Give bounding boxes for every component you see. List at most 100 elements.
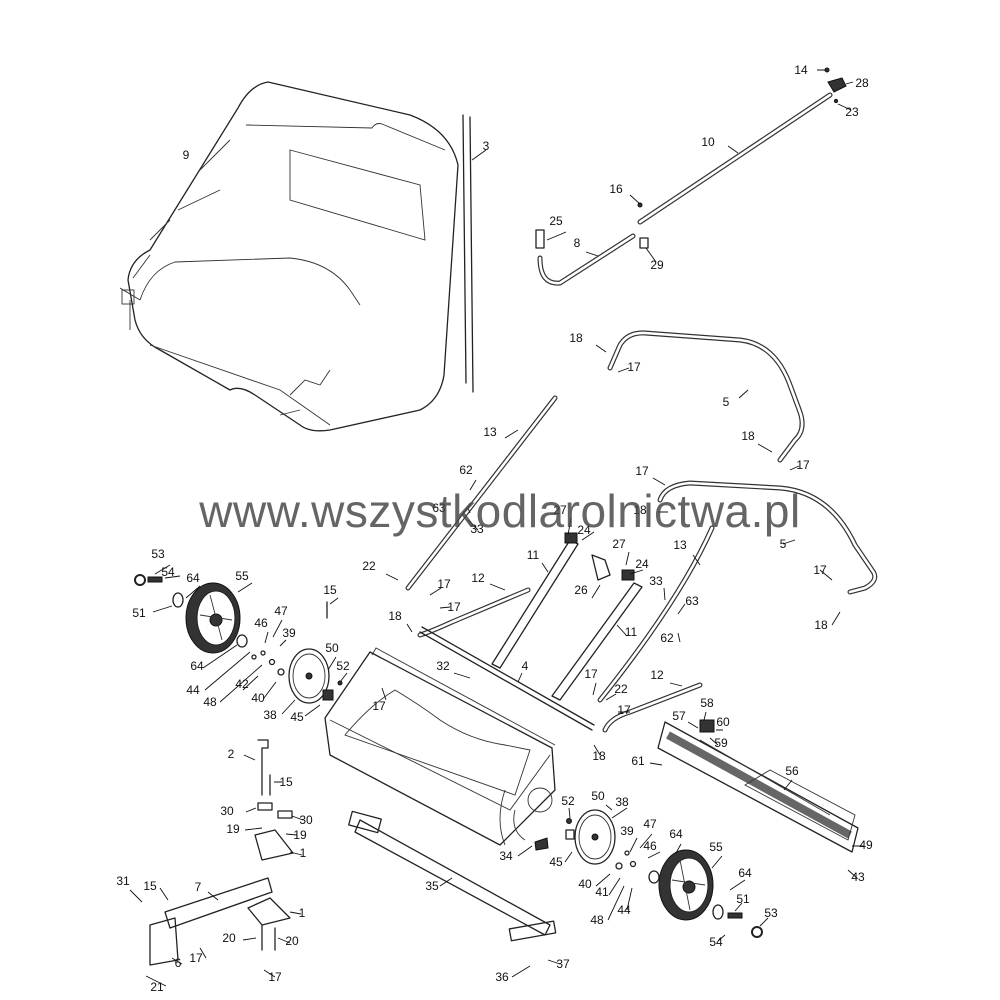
part-number-label-32: 32: [436, 659, 450, 673]
part-number-label-17: 17: [447, 600, 461, 614]
part-number-label-49: 49: [859, 838, 873, 852]
part-number-label-57: 57: [672, 709, 686, 723]
part-number-label-15: 15: [143, 879, 157, 893]
part-number-label-20: 20: [285, 934, 299, 948]
part-number-label-17: 17: [796, 458, 810, 472]
hopper-part-32: [324, 647, 556, 846]
part-number-label-54: 54: [709, 935, 723, 949]
part-number-label-46: 46: [254, 616, 268, 630]
part-number-label-44: 44: [617, 903, 631, 917]
part-number-label-62: 62: [459, 463, 473, 477]
part-number-label-36: 36: [495, 970, 509, 984]
drive-disk-part-38: [288, 648, 616, 865]
brace-part-11: [491, 532, 643, 701]
part-number-label-63: 63: [432, 501, 446, 515]
part-number-label-53: 53: [764, 906, 778, 920]
part-number-label-47: 47: [274, 604, 288, 618]
part-number-label-18: 18: [814, 618, 828, 632]
part-number-label-6: 6: [175, 956, 182, 970]
part-number-label-39: 39: [620, 824, 634, 838]
part-number-label-63: 63: [685, 594, 699, 608]
part-number-label-28: 28: [855, 76, 869, 90]
part-number-label-47: 47: [643, 817, 657, 831]
part-number-label-17: 17: [437, 577, 451, 591]
part-number-label-5: 5: [723, 395, 730, 409]
part-number-label-1: 1: [299, 906, 306, 920]
part-number-label-64: 64: [669, 827, 683, 841]
part-number-label-8: 8: [574, 236, 581, 250]
part-number-label-64: 64: [186, 571, 200, 585]
part-number-label-31: 31: [116, 874, 130, 888]
part-number-label-11: 11: [625, 625, 638, 639]
pins: [257, 601, 328, 951]
part-number-label-37: 37: [556, 957, 570, 971]
part-number-label-50: 50: [591, 789, 605, 803]
part-number-label-45: 45: [549, 855, 563, 869]
part-number-label-2: 2: [228, 747, 235, 761]
part-number-label-14: 14: [794, 63, 808, 77]
part-number-label-52: 52: [336, 659, 350, 673]
part-number-label-48: 48: [203, 695, 217, 709]
part-number-label-18: 18: [388, 609, 402, 623]
tow-bar-part-35: [348, 810, 557, 942]
part-number-label-11: 11: [527, 548, 540, 562]
part-number-label-38: 38: [263, 708, 277, 722]
part-number-label-55: 55: [709, 840, 723, 854]
bail-part-5-lower: [657, 480, 878, 595]
part-number-label-29: 29: [650, 258, 664, 272]
part-number-label-12: 12: [471, 571, 485, 585]
part-number-label-48: 48: [590, 913, 604, 927]
part-number-label-12: 12: [650, 668, 664, 682]
rod-part-3: [462, 114, 487, 393]
part-number-label-51: 51: [132, 606, 146, 620]
part-number-label-21: 21: [150, 980, 164, 994]
part-number-label-30: 30: [220, 804, 234, 818]
part-number-label-24: 24: [635, 557, 649, 571]
part-number-label-35: 35: [425, 879, 439, 893]
part-number-label-62: 62: [660, 631, 674, 645]
part-number-label-59: 59: [714, 736, 728, 750]
handle-tube-part-13-right: [597, 525, 715, 703]
part-number-label-15: 15: [323, 583, 337, 597]
part-number-label-13: 13: [673, 538, 687, 552]
part-number-label-40: 40: [578, 877, 592, 891]
part-number-label-64: 64: [738, 866, 752, 880]
part-number-label-51: 51: [736, 892, 750, 906]
wheel-part-55: [185, 582, 714, 921]
part-number-label-56: 56: [785, 764, 799, 778]
part-number-label-25: 25: [549, 214, 563, 228]
part-number-label-33: 33: [649, 574, 663, 588]
handle-part-8: [535, 202, 649, 286]
part-number-label-27: 27: [612, 537, 626, 551]
part-number-label-46: 46: [643, 839, 657, 853]
part-number-label-24: 24: [577, 523, 591, 537]
part-number-label-1: 1: [300, 846, 307, 860]
part-number-label-23: 23: [845, 105, 859, 119]
part-number-label-17: 17: [584, 667, 598, 681]
part-number-label-55: 55: [235, 569, 249, 583]
part-number-label-34: 34: [499, 849, 513, 863]
part-number-label-18: 18: [592, 749, 606, 763]
part-number-label-44: 44: [186, 683, 200, 697]
part-number-label-54: 54: [161, 565, 175, 579]
part-number-label-30: 30: [299, 813, 313, 827]
part-number-label-10: 10: [701, 135, 715, 149]
part-number-label-22: 22: [614, 682, 628, 696]
part-number-label-22: 22: [362, 559, 376, 573]
part-number-label-45: 45: [290, 710, 304, 724]
part-number-label-33: 33: [470, 522, 484, 536]
part-number-label-17: 17: [189, 951, 203, 965]
part-number-label-43: 43: [851, 870, 865, 884]
part-number-label-4: 4: [522, 659, 529, 673]
part-number-label-17: 17: [627, 360, 641, 374]
part-number-label-17: 17: [635, 464, 649, 478]
part-number-label-60: 60: [716, 715, 730, 729]
part-number-label-15: 15: [279, 775, 293, 789]
handle-tube-part-13-left: [405, 395, 558, 591]
part-number-label-61: 61: [631, 754, 645, 768]
watermark-text: www.wszystkodlarolnictwa.pl: [199, 485, 801, 537]
leader-lines: [129, 69, 864, 987]
grass-bag-part-9: [119, 81, 459, 432]
